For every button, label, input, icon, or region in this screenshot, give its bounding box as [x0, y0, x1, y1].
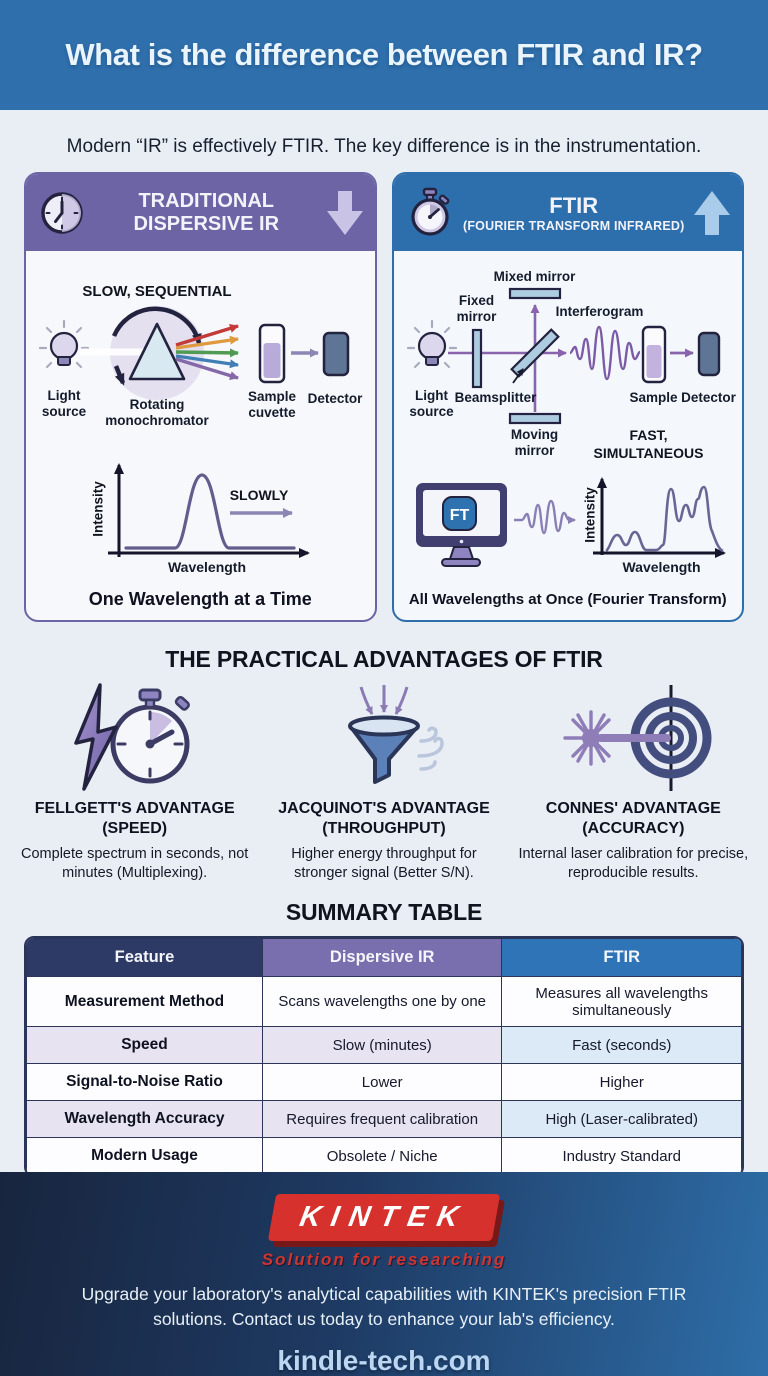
rainbow-rays — [175, 324, 239, 380]
column-feature: Feature — [26, 938, 263, 978]
dispersive-diagram — [38, 306, 350, 400]
mixed-mirror-label: Mixed mirror — [493, 269, 576, 284]
wavelet — [513, 499, 569, 535]
advantages-row: FELLGETT'S ADVANTAGE (SPEED) Complete sp… — [10, 679, 758, 883]
sample-cuvette-label: Sample cuvette — [247, 389, 297, 420]
gaussian-peak — [124, 473, 296, 550]
table-header-row: Feature Dispersive IR FTIR — [26, 938, 742, 978]
wavelength-axis-label: Wavelength — [622, 559, 701, 575]
table-row: Signal-to-Noise Ratio Lower Higher — [26, 1063, 742, 1102]
detector-icon — [697, 331, 720, 377]
clock-icon — [41, 191, 83, 234]
flow-label: FAST, SIMULTANEOUS — [593, 427, 704, 461]
dispersive-panel-title: TRADITIONAL DISPERSIVE IR — [133, 189, 280, 235]
column-ftir: FTIR — [501, 938, 742, 978]
dispersive-panel-body: SLOW, SEQUENTIAL Light source Rotating m… — [26, 251, 375, 619]
sample-cuvette-icon — [258, 323, 286, 384]
ftir-caption: All Wavelengths at Once (Fourier Transfo… — [408, 591, 727, 608]
moving-mirror-label: Moving mirror — [510, 427, 559, 458]
comparison-panels: TRADITIONAL DISPERSIVE IR — [24, 172, 744, 622]
advantage-fellgett: FELLGETT'S ADVANTAGE (SPEED) Complete sp… — [10, 679, 259, 883]
arrow-down-icon — [326, 190, 363, 235]
funnel-icon — [347, 685, 444, 784]
light-bulb-icon — [38, 319, 90, 369]
detector-icon — [322, 331, 350, 377]
ftir-panel-body: Mixed mirror Fixed mirror Interferogram … — [394, 251, 743, 619]
table-row: Speed Slow (minutes) Fast (seconds) — [26, 1026, 742, 1065]
detector-label: Detector — [307, 391, 363, 406]
footer-message: Upgrade your laboratory's analytical cap… — [81, 1284, 687, 1329]
mixed-mirror-icon — [508, 287, 561, 300]
website-url: kindle-tech.com — [277, 1344, 491, 1376]
fixed-mirror-icon — [471, 328, 482, 389]
table-row: Modern Usage Obsolete / Niche Industry S… — [26, 1137, 742, 1176]
fixed-mirror-label: Fixed mirror — [456, 293, 497, 324]
rotation-arrow — [111, 306, 202, 346]
intensity-axis-label: Intensity — [90, 481, 106, 537]
table-row: Wavelength Accuracy Requires frequent ca… — [26, 1100, 742, 1139]
detector-label: Detector — [681, 390, 736, 405]
advantage-connes: CONNES' ADVANTAGE (ACCURACY) Internal la… — [509, 679, 758, 883]
top-banner: What is the difference between FTIR and … — [0, 0, 768, 110]
ft-label: FT — [449, 507, 469, 524]
moving-mirror-icon — [508, 412, 561, 425]
ftir-panel-header: FTIR (FOURIER TRANSFORM INFRARED) — [393, 174, 742, 251]
interferogram-wave — [569, 325, 640, 381]
kintek-logo: KINTEK — [267, 1194, 501, 1241]
monochromator-label: Rotating monochromator — [105, 397, 209, 428]
page-title: What is the difference between FTIR and … — [65, 37, 703, 72]
dispersive-panel-header: TRADITIONAL DISPERSIVE IR — [26, 174, 375, 251]
footer: KINTEK Solution for researching Upgrade … — [0, 1172, 768, 1376]
stopwatch-icon — [410, 187, 449, 236]
flow-label: SLOW, SEQUENTIAL — [82, 283, 232, 300]
dispersive-caption: One Wavelength at a Time — [88, 589, 312, 609]
lightning-stopwatch-icon — [73, 683, 190, 791]
slowly-label: SLOWLY — [229, 487, 289, 503]
sample-label: Sample — [629, 390, 678, 405]
wavelength-axis-label: Wavelength — [167, 559, 247, 575]
ft-computer-icon: FT — [415, 483, 507, 567]
column-dispersive-ir: Dispersive IR — [261, 938, 503, 978]
light-source-label: Light source — [41, 388, 87, 419]
interferogram-label: Interferogram — [555, 304, 644, 319]
beamsplitter-label: Beamsplitter — [454, 390, 537, 405]
summary-table-heading: SUMMARY TABLE — [285, 899, 483, 926]
arrow-up-icon — [694, 190, 730, 235]
ftir-panel: FTIR (FOURIER TRANSFORM INFRARED) — [391, 172, 744, 622]
dispersive-graph — [108, 463, 310, 558]
light-source-label: Light source — [409, 388, 454, 419]
table-row: Measurement Method Scans wavelengths one… — [26, 976, 742, 1028]
light-bulb-icon — [406, 319, 457, 369]
laser-target-icon — [563, 685, 712, 791]
intensity-axis-label: Intensity — [582, 487, 597, 543]
intro-text: Modern “IR” is effectively FTIR. The key… — [66, 136, 702, 157]
beamsplitter-icon — [509, 328, 560, 378]
prism-icon — [128, 322, 186, 381]
ftir-diagram — [406, 287, 720, 425]
brand-tagline: Solution for researching — [261, 1250, 507, 1269]
sample-cuvette-icon — [641, 325, 666, 384]
dispersive-ir-panel: TRADITIONAL DISPERSIVE IR — [24, 172, 377, 622]
ftir-panel-title: FTIR (FOURIER TRANSFORM INFRARED) — [462, 192, 685, 233]
summary-table: Feature Dispersive IR FTIR Measurement M… — [24, 936, 744, 1178]
spectrum-curve — [604, 485, 724, 553]
advantage-jacquinot: JACQUINOT'S ADVANTAGE (THROUGHPUT) Highe… — [259, 679, 508, 883]
advantages-heading: THE PRACTICAL ADVANTAGES OF FTIR — [165, 646, 603, 672]
ftir-result-diagram: FT — [415, 477, 726, 567]
